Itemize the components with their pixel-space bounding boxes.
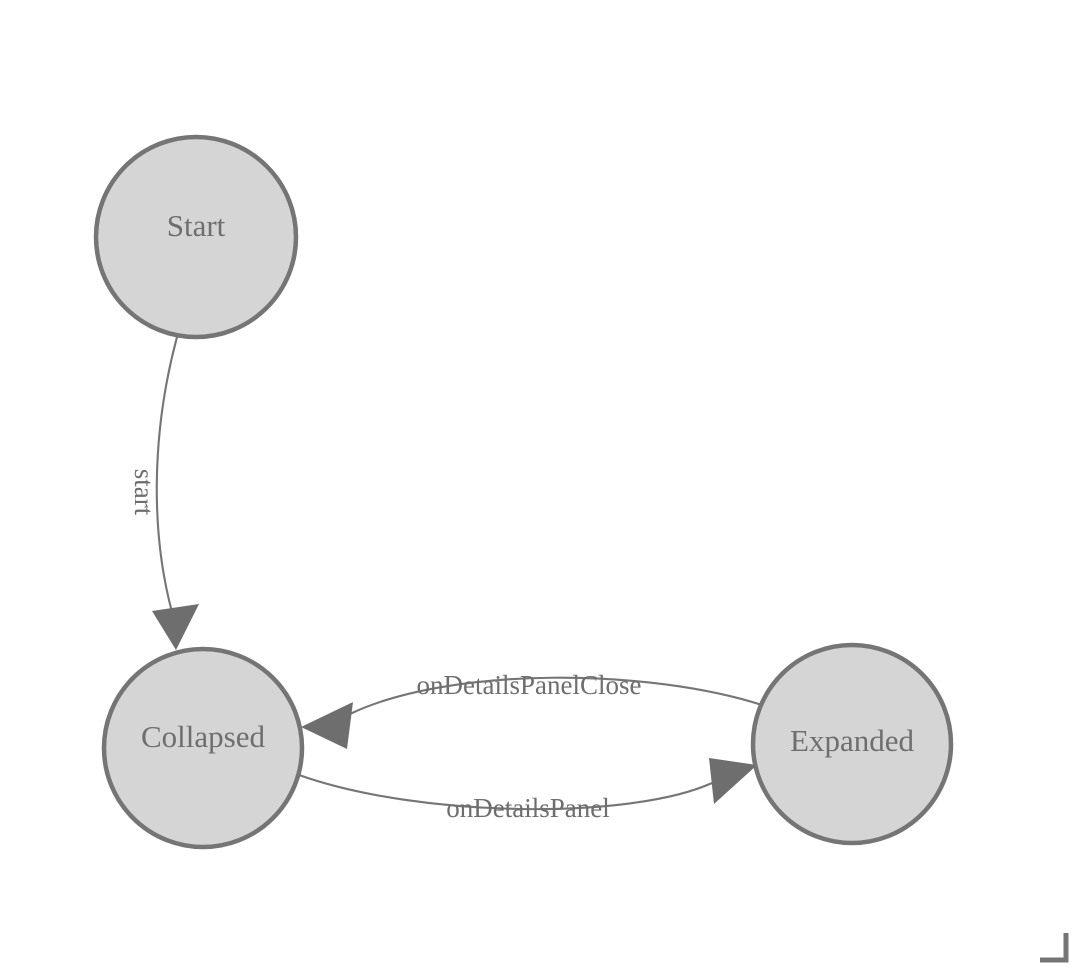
edge-expanded-to-collapsed[interactable]: onDetailsPanelClose <box>301 670 766 749</box>
node-collapsed-label: Collapsed <box>141 719 265 754</box>
edge-path-start-to-collapsed <box>155 336 179 613</box>
edge-start-to-collapsed[interactable]: start <box>129 336 199 650</box>
edge-label-ondetailspanelclose: onDetailsPanelClose <box>417 670 642 700</box>
node-collapsed-circle <box>101 646 305 850</box>
arrowhead-into-collapsed-top <box>152 604 199 650</box>
edge-label-start: start <box>129 469 159 516</box>
arrowhead-into-collapsed-side <box>301 702 353 749</box>
node-start-circle <box>93 134 299 340</box>
node-start-label: Start <box>167 208 226 243</box>
node-expanded-circle <box>750 642 954 846</box>
arrowhead-into-expanded <box>709 758 757 804</box>
node-start[interactable]: Start <box>93 134 299 340</box>
node-expanded-label: Expanded <box>790 723 914 758</box>
node-collapsed[interactable]: Collapsed <box>101 646 305 850</box>
corner-bracket-icon <box>1040 933 1069 963</box>
edge-label-ondetailspanel: onDetailsPanel <box>446 793 609 823</box>
edge-path-expanded-to-collapsed <box>349 676 766 715</box>
corner-resize-mark <box>1040 933 1069 963</box>
node-expanded[interactable]: Expanded <box>750 642 954 846</box>
edge-path-collapsed-to-expanded <box>298 774 713 811</box>
edge-collapsed-to-expanded[interactable]: onDetailsPanel <box>298 758 757 823</box>
